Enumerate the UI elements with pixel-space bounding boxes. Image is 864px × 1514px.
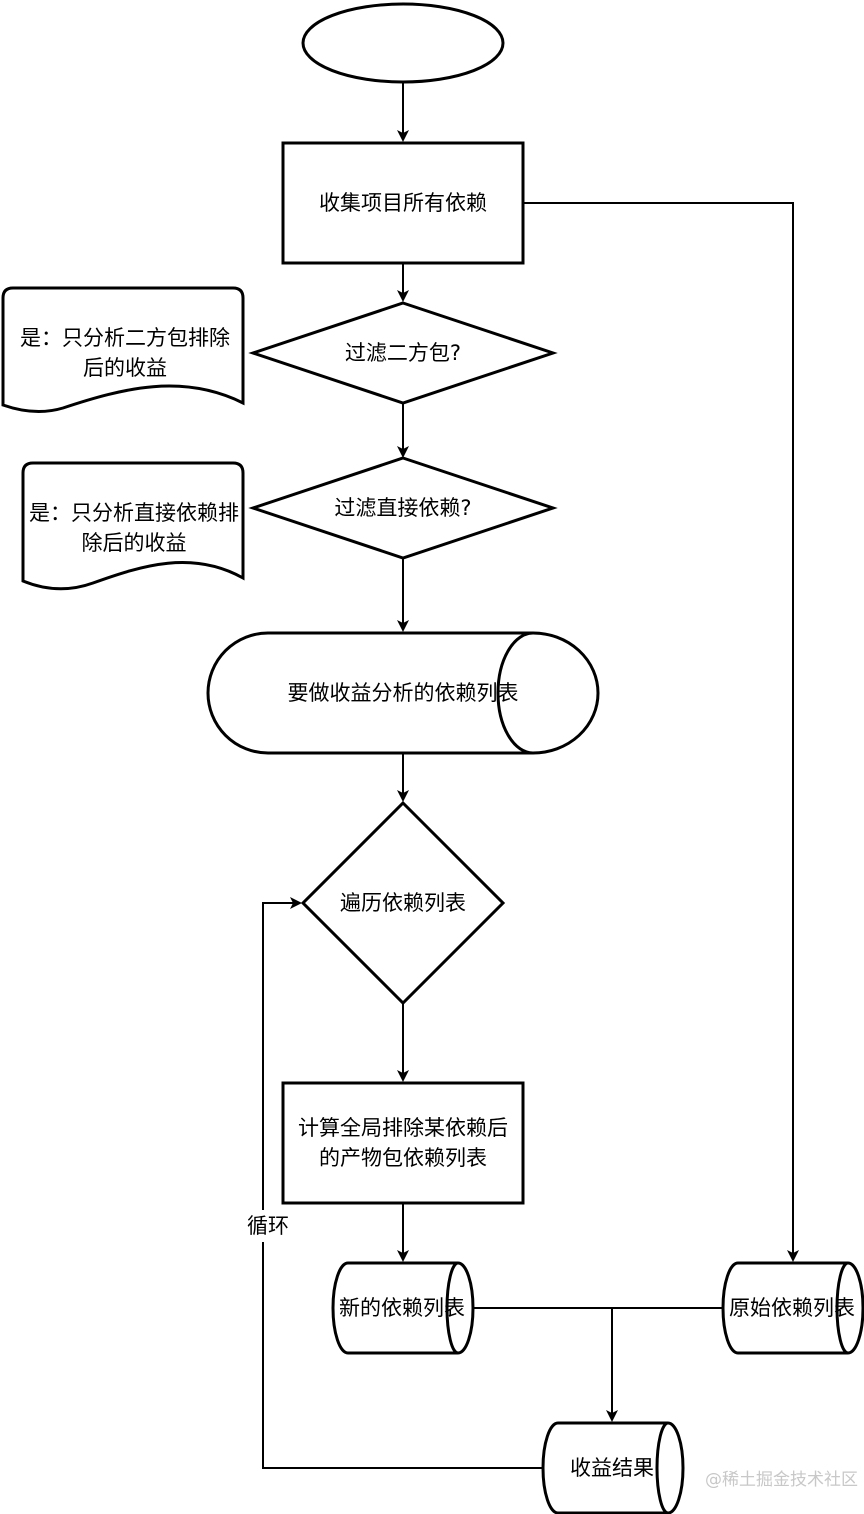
compute-process-box bbox=[281, 1081, 525, 1205]
collect-label: 收集项目所有依赖 bbox=[319, 191, 487, 215]
original-list-store bbox=[721, 1261, 864, 1355]
start-terminal bbox=[301, 2, 505, 84]
iterate-diamond bbox=[300, 800, 506, 1006]
note-direct-text: 是：只分析直接依赖排除后的收益 bbox=[29, 501, 239, 555]
result-label: 收益结果 bbox=[570, 1456, 654, 1480]
filter-direct-diamond bbox=[248, 456, 558, 560]
note-second-party-text: 是：只分析二方包排除后的收益 bbox=[20, 326, 230, 380]
new-list-label: 新的依赖列表 bbox=[339, 1296, 465, 1320]
new-list-store bbox=[331, 1261, 475, 1355]
result-store bbox=[541, 1421, 685, 1514]
compute-label: 计算全局排除某依赖后的产物包依赖列表 bbox=[298, 1116, 508, 1170]
filter-direct-label: 过滤直接依赖? bbox=[334, 496, 472, 520]
analysis-list-label: 要做收益分析的依赖列表 bbox=[287, 681, 519, 705]
filter-second-party-label: 过滤二方包? bbox=[344, 341, 462, 365]
note-direct-shape bbox=[21, 461, 245, 591]
watermark: @稀土掘金技术社区 bbox=[705, 1470, 858, 1490]
collect-process-box bbox=[281, 141, 525, 265]
loop-edge-label: 循环 bbox=[238, 1210, 298, 1242]
iterate-label: 遍历依赖列表 bbox=[340, 891, 466, 915]
edge-collect-original bbox=[523, 202, 799, 1262]
note-second-party-shape bbox=[1, 286, 245, 414]
original-list-label: 原始依赖列表 bbox=[729, 1296, 855, 1320]
filter-second-party-diamond bbox=[248, 301, 558, 405]
analysis-list-store bbox=[206, 631, 600, 755]
edge-loop bbox=[262, 897, 543, 1469]
